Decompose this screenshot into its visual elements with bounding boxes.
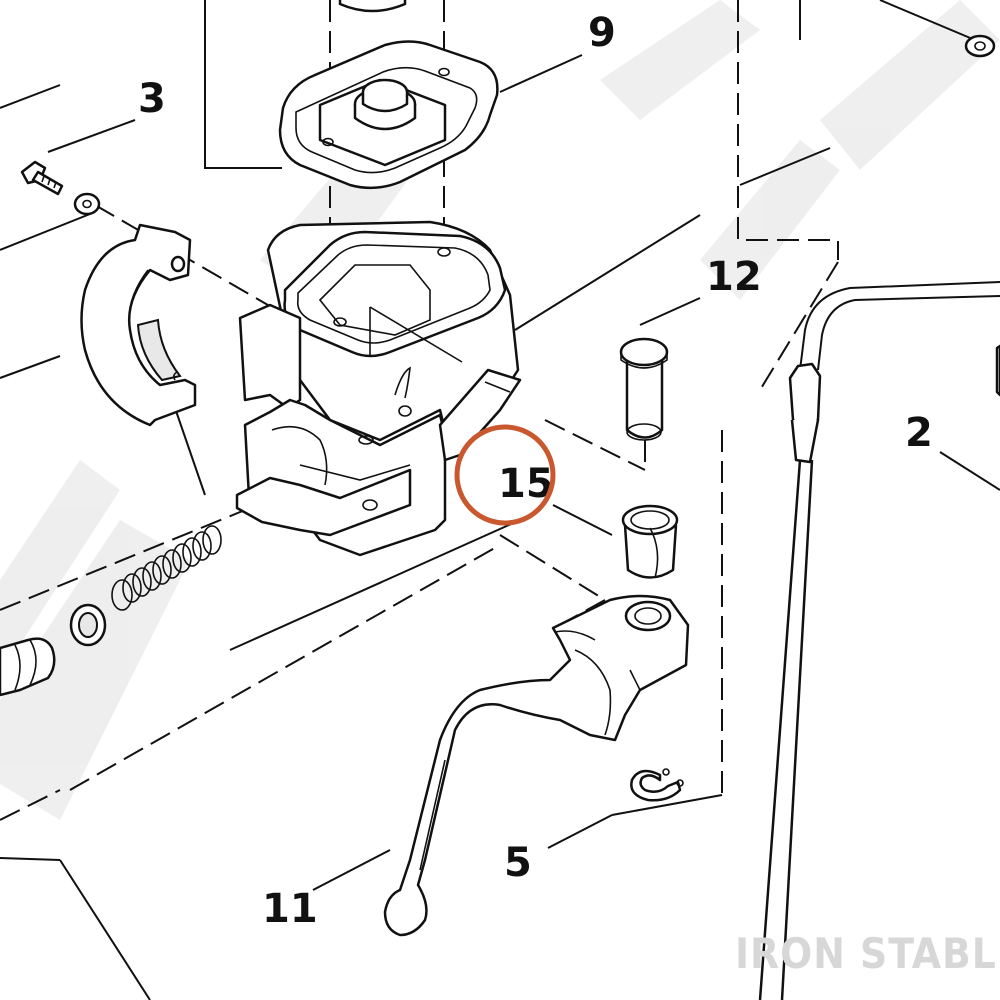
callout-11: 11 — [262, 886, 318, 932]
handlebar-clamp — [80, 223, 197, 427]
clutch-cable — [758, 281, 1000, 1000]
top-cylinder-stub — [338, 0, 407, 13]
pivot-pin — [619, 337, 669, 441]
clamp-screw — [20, 160, 101, 216]
callout-12: 12 — [706, 254, 762, 300]
master-cylinder-body — [235, 220, 522, 557]
callout-5: 5 — [504, 840, 532, 886]
callout-15-highlight-circle — [454, 424, 556, 526]
top-right-washer — [964, 34, 996, 58]
watermark-logo-text: IRON STABLE — [735, 929, 1000, 978]
callout-2: 2 — [905, 410, 933, 456]
piston-spring-assembly — [0, 525, 222, 697]
circlip — [630, 768, 684, 802]
reservoir-cover — [278, 40, 499, 190]
pivot-bushing — [621, 504, 679, 579]
callout-labels: 3 9 12 2 15 5 11 — [138, 10, 933, 932]
callout-3: 3 — [138, 76, 166, 122]
callout-9: 9 — [588, 10, 616, 56]
clutch-lever — [383, 594, 690, 937]
